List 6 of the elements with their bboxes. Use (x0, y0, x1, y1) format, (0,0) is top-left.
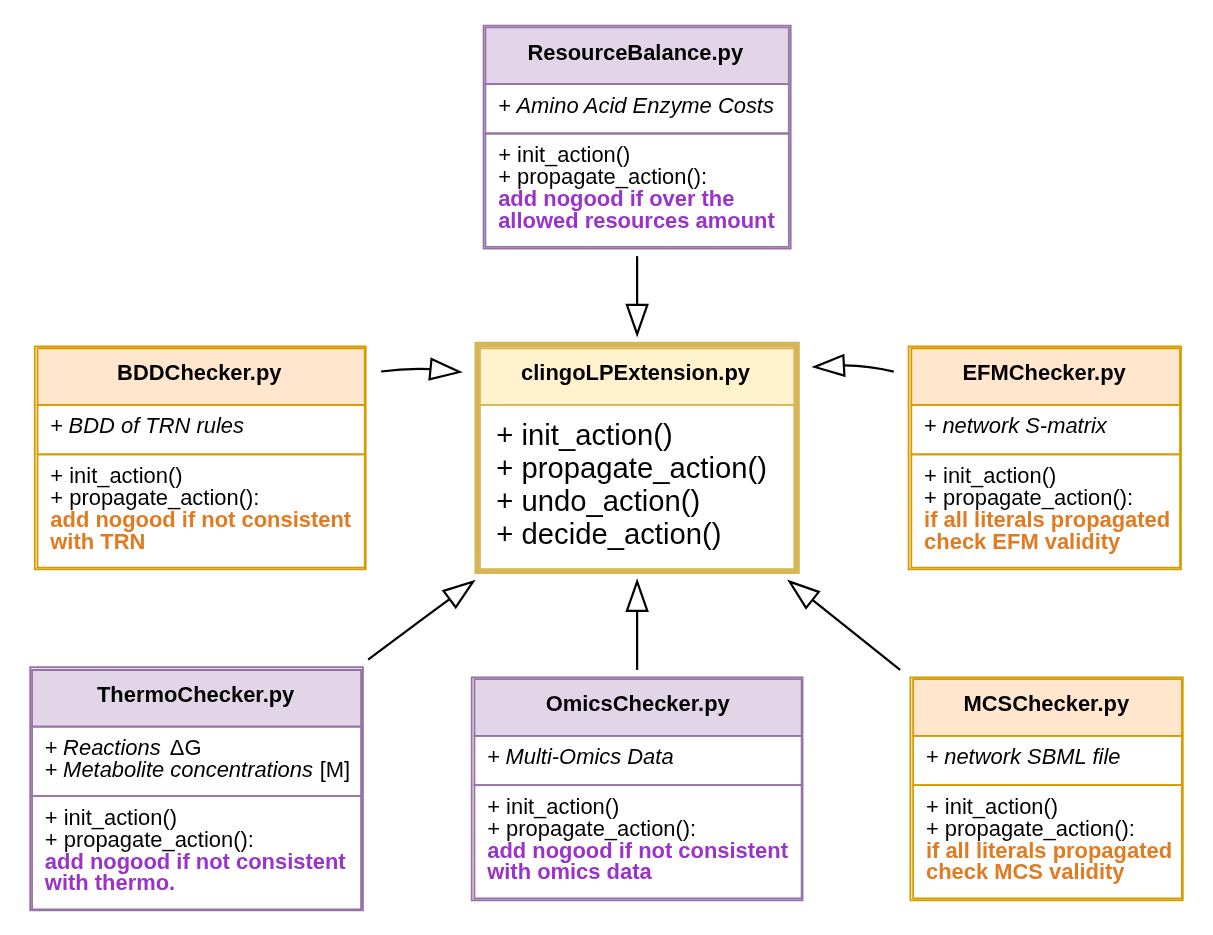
arrow (811, 353, 894, 377)
arrow (625, 255, 649, 337)
arrow (381, 356, 463, 381)
arrow (367, 579, 476, 660)
arrow (787, 579, 901, 671)
arrow (625, 577, 649, 670)
